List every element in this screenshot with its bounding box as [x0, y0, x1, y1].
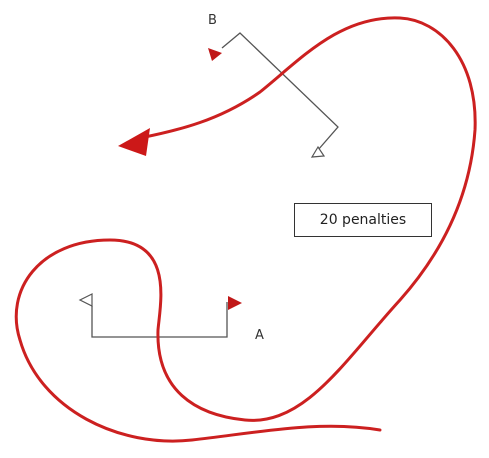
- course-path: [14, 16, 477, 443]
- mark-b-white-flag-icon: [310, 145, 326, 158]
- mark-a-white-flag-icon: [78, 293, 93, 307]
- mark-a-label: A: [255, 328, 264, 343]
- mark-a-staff: [91, 302, 228, 338]
- mark-b-staff: [221, 32, 339, 151]
- mark-b-red-flag-icon: [208, 48, 222, 61]
- penalty-note-text: 20 penalties: [319, 212, 407, 228]
- mark-b-label: B: [208, 13, 217, 28]
- mark-b: B: [208, 13, 339, 158]
- penalty-note: 20 penalties: [294, 203, 432, 237]
- mark-a: A: [78, 293, 264, 343]
- course-arrowhead-icon: [118, 128, 150, 156]
- mark-a-red-flag-icon: [228, 296, 242, 310]
